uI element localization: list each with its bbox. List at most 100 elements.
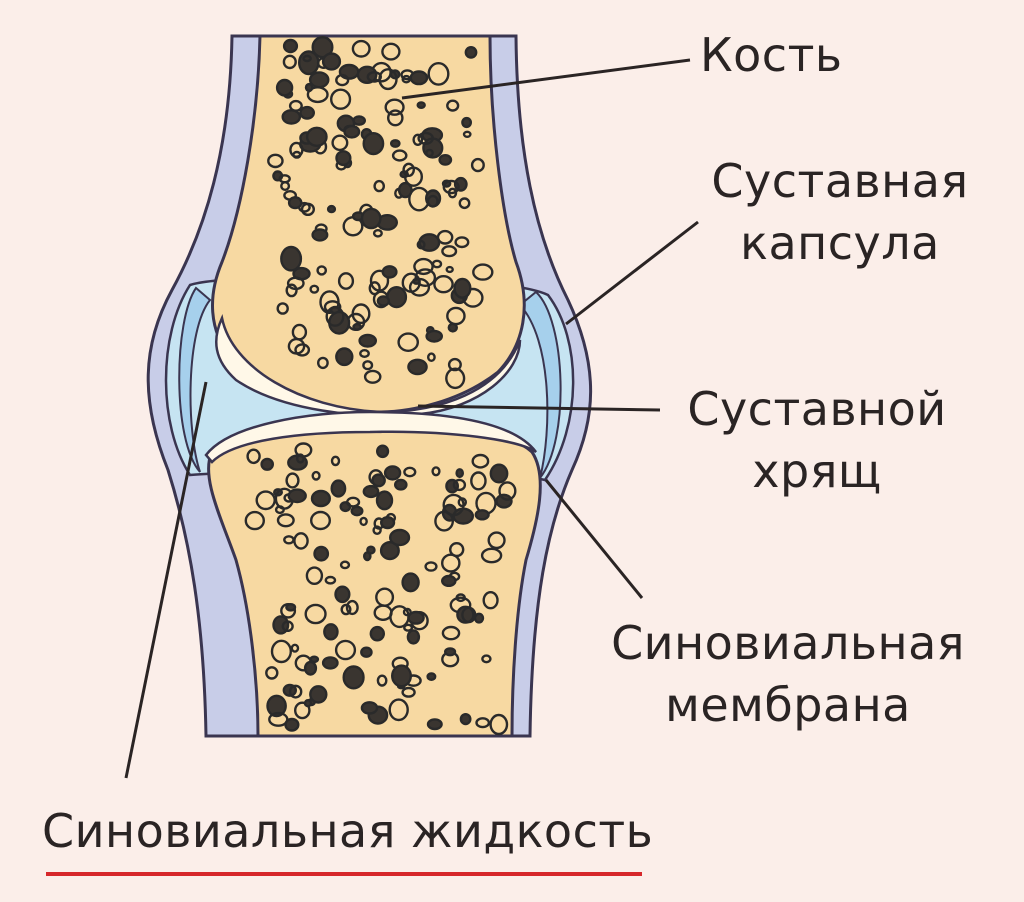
bone-pore [372, 228, 383, 238]
bone-pore [453, 277, 472, 299]
bone-pore [412, 133, 424, 147]
bone-pore [285, 603, 297, 612]
bone-pore [487, 531, 506, 550]
bone-pore [462, 130, 472, 139]
bone-pore [471, 453, 490, 469]
label-bone: Кость [700, 28, 843, 82]
bone-pore [303, 699, 313, 708]
bone-pore [406, 629, 421, 645]
bone-pore [343, 124, 361, 139]
leader-membrane [544, 479, 644, 599]
upper-bone-pores [267, 36, 494, 390]
bone-pore [359, 516, 368, 527]
bone-pore [431, 466, 441, 477]
bone-pore [275, 78, 294, 97]
bone-pore [321, 656, 339, 670]
bone-pore [282, 54, 297, 70]
bone-pore [401, 572, 420, 593]
bone-pore [323, 623, 339, 641]
bone-pore [426, 672, 437, 681]
bone-pore [293, 701, 311, 720]
bone-pore [276, 513, 295, 528]
bone-pore [363, 369, 382, 384]
bone-pore [340, 603, 352, 616]
bone-pore [386, 286, 408, 309]
bone-pore [464, 46, 478, 59]
bone-pore [426, 194, 439, 208]
bone-pore [346, 496, 361, 508]
bone-pore [362, 551, 372, 562]
bone-pore [287, 488, 307, 504]
label-synovial-fluid: Синовиальная жидкость [42, 804, 654, 858]
bone-pore [331, 134, 349, 152]
bone-pore [445, 265, 454, 274]
bone-pore [311, 470, 321, 481]
bone-pore [265, 666, 279, 680]
bone-pore [440, 553, 461, 573]
bone-pore [389, 605, 410, 629]
bone-pore [285, 472, 300, 489]
bone-pore [433, 275, 454, 294]
synovial-membrane-left [178, 286, 212, 473]
bone-pore [305, 126, 328, 148]
bone-pore [426, 718, 443, 731]
bone-pore [376, 295, 391, 307]
bone-pore [310, 510, 332, 531]
bone-pore [309, 685, 328, 704]
bone-pore [470, 157, 485, 173]
bone-pore [267, 153, 284, 169]
leader-cartilage [417, 404, 661, 412]
bone-pore [313, 545, 330, 562]
bone-pore [316, 265, 328, 276]
bone-pore [304, 603, 327, 625]
bone-pore [359, 349, 370, 359]
bone-pore [304, 82, 314, 93]
bone-pore [444, 647, 457, 657]
bone-pore [427, 62, 450, 86]
bone-pore [283, 535, 295, 545]
bone-pore [280, 180, 291, 191]
label-synovial-membrane: Синовиальная мембрана [598, 612, 978, 736]
bone-pore [351, 39, 371, 58]
bone-pore [330, 455, 341, 467]
bone-pore [360, 207, 382, 230]
bone-pore [482, 591, 499, 610]
bone-pore [474, 509, 490, 521]
bone-pore [311, 228, 329, 242]
label-articular-cartilage-line1: Суставной [687, 382, 947, 436]
bone-pore [470, 471, 487, 491]
bone-pore [330, 479, 347, 498]
synovial-fluid-underline [46, 872, 642, 876]
bone-pore [339, 560, 351, 570]
bone-pore [300, 202, 316, 217]
bone-pore [480, 547, 503, 564]
bone-pore [289, 141, 304, 158]
bone-pore [452, 507, 475, 525]
bone-pore [335, 150, 352, 167]
bone-pore [424, 561, 438, 572]
bone-pore [274, 505, 285, 515]
bone-pore [456, 605, 475, 624]
bone-pore [389, 528, 411, 547]
bone-pore [375, 587, 395, 607]
label-synovial-membrane-line1: Синовиальная [611, 616, 965, 670]
bone-pore [368, 281, 381, 296]
bone-pore [475, 717, 491, 729]
bone-pore [334, 585, 351, 604]
leader-capsule [565, 220, 699, 326]
bone-pore [328, 310, 351, 335]
bone-pore [299, 105, 315, 120]
label-joint-capsule-line1: Суставная [711, 154, 969, 208]
bone-pore [362, 132, 385, 156]
bone-pore [281, 109, 302, 125]
bone-pore [438, 153, 453, 166]
bone-pore [345, 599, 359, 616]
bone-pore [337, 272, 355, 290]
bone-pore [308, 71, 330, 89]
bone-pore [291, 323, 308, 341]
bone-pore [375, 490, 394, 511]
bone-pore [290, 643, 300, 653]
leader-bone [401, 58, 691, 100]
bone-pore [360, 701, 379, 715]
